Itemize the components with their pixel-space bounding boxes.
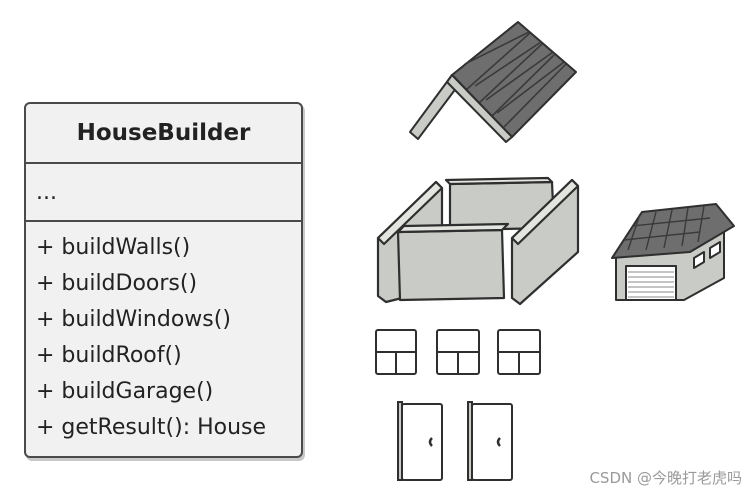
watermark: CSDN @今晚打老虎吗 <box>589 467 742 488</box>
door-icon <box>398 402 512 480</box>
garage-icon <box>612 204 734 300</box>
roof-icon <box>410 22 576 142</box>
walls-icon <box>378 178 578 304</box>
window-icon <box>376 330 540 374</box>
